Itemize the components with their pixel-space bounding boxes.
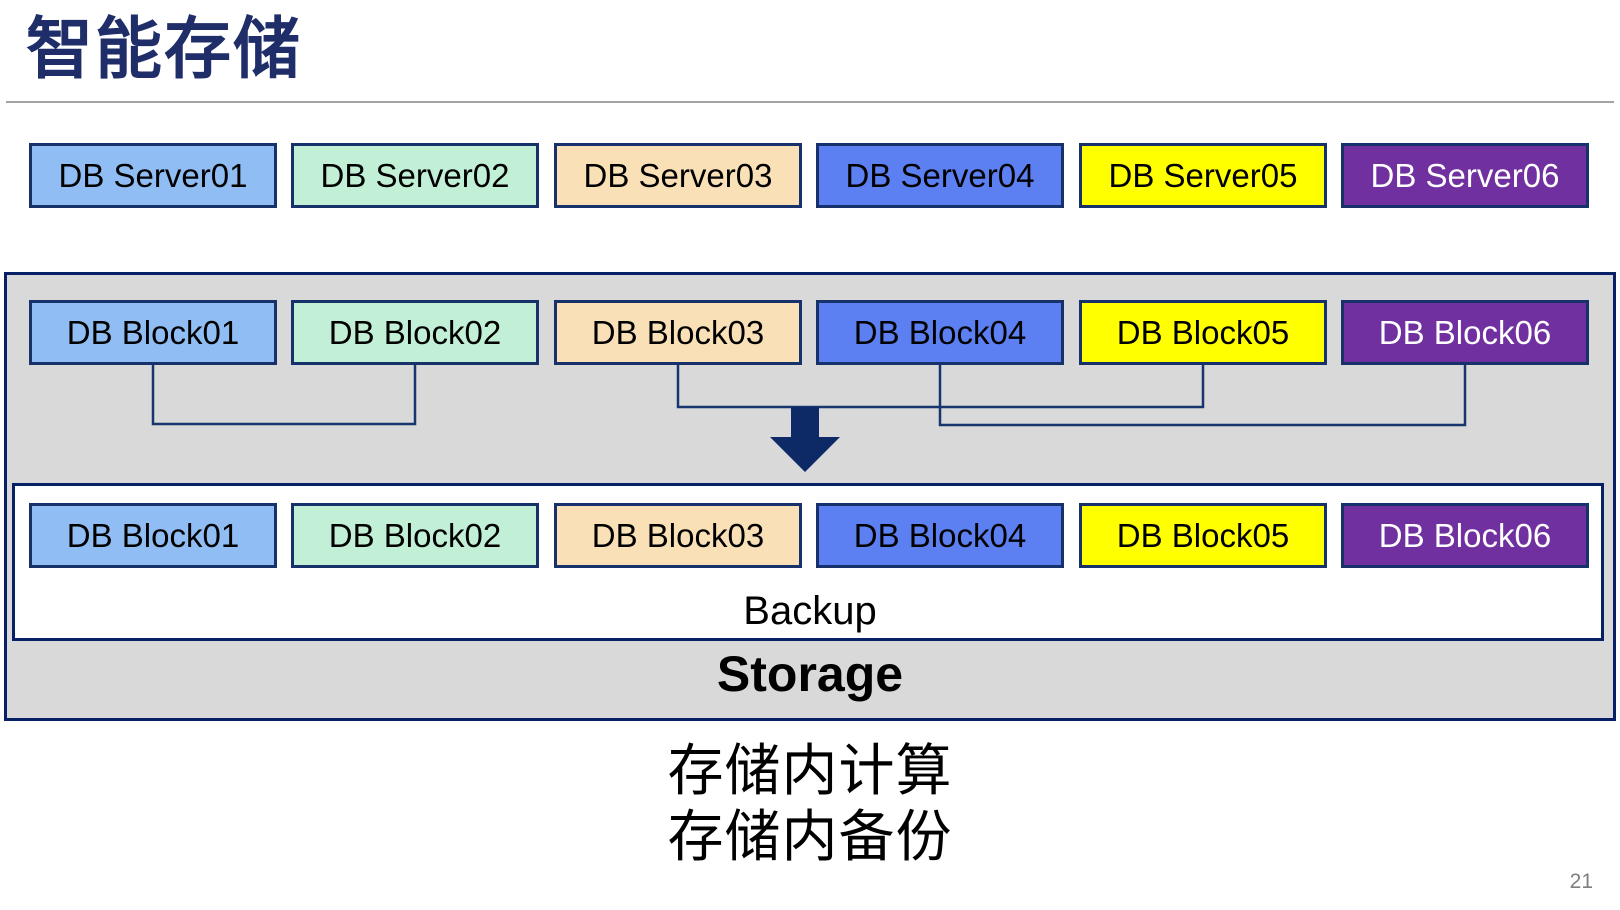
- storage-label: Storage: [716, 646, 904, 702]
- title-divider: [6, 101, 1614, 103]
- db-block-top-02: DB Block02: [291, 300, 539, 365]
- db-block-bottom-03: DB Block03: [554, 503, 802, 568]
- db-block-top-01: DB Block01: [29, 300, 277, 365]
- page-number: 21: [1569, 870, 1593, 893]
- db-block-bottom-06: DB Block06: [1341, 503, 1589, 568]
- annotation-line-1: 存储内计算: [667, 739, 953, 802]
- db-block-top-05: DB Block05: [1079, 300, 1327, 365]
- backup-label: Backup: [743, 589, 877, 633]
- db-block-top-04: DB Block04: [816, 300, 1064, 365]
- backup-box: [12, 483, 1604, 641]
- server-box-01: DB Server01: [29, 143, 277, 208]
- annotation-text: 存储内计算 存储内备份: [0, 738, 1620, 870]
- annotation-line-2: 存储内备份: [667, 805, 953, 868]
- db-block-bottom-01: DB Block01: [29, 503, 277, 568]
- server-box-03: DB Server03: [554, 143, 802, 208]
- page-title: 智能存储: [26, 12, 302, 87]
- server-box-02: DB Server02: [291, 143, 539, 208]
- db-block-top-06: DB Block06: [1341, 300, 1589, 365]
- server-box-05: DB Server05: [1079, 143, 1327, 208]
- db-block-top-03: DB Block03: [554, 300, 802, 365]
- db-block-bottom-02: DB Block02: [291, 503, 539, 568]
- server-box-04: DB Server04: [816, 143, 1064, 208]
- db-block-bottom-05: DB Block05: [1079, 503, 1327, 568]
- db-block-bottom-04: DB Block04: [816, 503, 1064, 568]
- server-box-06: DB Server06: [1341, 143, 1589, 208]
